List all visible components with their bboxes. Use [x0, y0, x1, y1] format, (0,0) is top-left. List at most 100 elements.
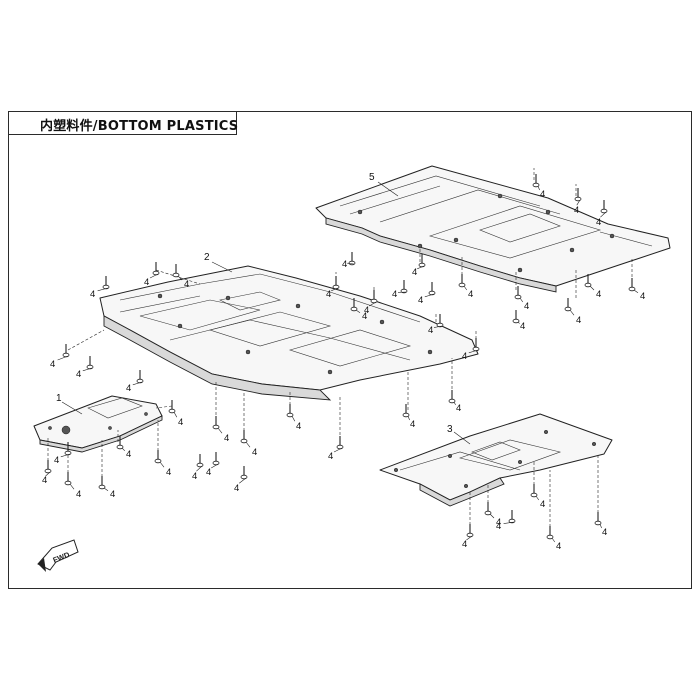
bolt-callout-line [245, 441, 251, 448]
fastener-bolt: 4 [144, 262, 160, 288]
bolt-head [212, 460, 220, 466]
bolt-callout-line [453, 401, 456, 405]
bolt-callout-line [60, 453, 71, 458]
bolt-callout-line [211, 463, 219, 469]
fastener-label: 4 [144, 277, 149, 288]
bolt-callout-line [57, 355, 69, 361]
fastener-bolt: 4 [98, 476, 115, 500]
bolt-head [530, 492, 538, 498]
fastener-bolt: 4 [496, 510, 516, 532]
fastener-bolt: 4 [458, 274, 473, 300]
bolt-head [448, 398, 456, 404]
bolt-callout-line [177, 275, 183, 281]
part-3-right-skid-plate [379, 413, 613, 507]
bolt-head [286, 412, 294, 418]
fastener-label: 4 [50, 359, 55, 370]
fastener-label: 4 [166, 467, 171, 478]
fastener-bolt: 4 [564, 298, 581, 326]
fastener-bolt: 4 [596, 200, 608, 228]
fastener-bolt: 4 [50, 344, 70, 370]
fastener-label: 4 [110, 489, 115, 500]
fastener-bolt: 4 [628, 278, 645, 302]
bolt-callout-line [433, 325, 443, 328]
bolt-head [86, 364, 94, 370]
fastener-label: 4 [428, 325, 433, 336]
fwd-arrow-icon: FWD [37, 539, 79, 572]
bolt-callout-line [600, 211, 607, 218]
bolt-head [196, 462, 204, 468]
fastener-label: 4 [496, 517, 501, 528]
fastener-label: 4 [540, 499, 545, 510]
fastener-label: 4 [462, 351, 467, 362]
fastener-bolt: 4 [192, 454, 204, 482]
page-title: 内塑料件/BOTTOM PLASTICS [40, 119, 239, 134]
bolt-callout-line [569, 309, 575, 316]
fastener-label: 4 [362, 311, 367, 322]
fastener-bolt: 4 [412, 254, 426, 278]
bolt-callout-line [535, 495, 540, 501]
bolt-callout-line [149, 273, 159, 279]
fastener-label: 4 [418, 295, 423, 306]
part-number-3: 3 [447, 424, 453, 435]
fastener-label: 4 [602, 527, 607, 538]
bolt-head [212, 424, 220, 430]
fastener-bolt: 4 [462, 338, 480, 362]
fastener-bolt: 4 [42, 460, 52, 486]
fastener-label: 4 [252, 447, 257, 458]
fastener-label: 4 [468, 289, 473, 300]
bolt-head [240, 438, 248, 444]
fastener-bolt: 4 [54, 442, 72, 466]
fastener-bolt: 4 [532, 174, 545, 200]
fastener-label: 4 [640, 291, 645, 302]
fastener-label: 4 [392, 289, 397, 300]
fastener-bolt: 4 [402, 404, 415, 430]
fastener-bolt: 4 [286, 404, 301, 432]
part-5-rear-skid-plate [315, 165, 671, 293]
fastener-label: 4 [296, 421, 301, 432]
bolt-callout-line [121, 447, 126, 452]
fastener-bolt: 4 [172, 264, 189, 290]
part-1-front-plate [33, 395, 163, 453]
fastener-bolt: 4 [418, 282, 436, 306]
bolt-callout-line [517, 321, 520, 324]
bolt-callout-line [369, 301, 377, 307]
bolt-callout-line [424, 293, 435, 298]
bolt-head [594, 520, 602, 526]
bolt-head [44, 468, 52, 474]
title-box [8, 111, 237, 135]
fastener-bolt: 4 [342, 252, 356, 270]
fastener-label: 4 [596, 289, 601, 300]
bolt-head [512, 318, 520, 324]
fastener-label: 4 [456, 403, 461, 414]
fastener-bolt: 4 [428, 314, 444, 336]
bolt-callout-line [82, 367, 93, 372]
fastener-label: 4 [462, 539, 467, 550]
fastener-bolt: 4 [326, 276, 340, 300]
fastener-bolt: 4 [154, 450, 171, 478]
fastener-bolt: 4 [168, 400, 183, 428]
fastener-bolt: 4 [212, 416, 229, 444]
fastener-bolt: 4 [530, 484, 545, 510]
fastener-bolt: 4 [584, 274, 601, 300]
fastener-bolt: 4 [514, 286, 529, 312]
fastener-label: 4 [412, 267, 417, 278]
fastener-label: 4 [524, 301, 529, 312]
bolt-callout-line [576, 199, 581, 206]
fastener-bolt: 4 [116, 436, 131, 460]
fastener-label: 4 [126, 383, 131, 394]
fastener-bolt: 4 [392, 280, 408, 300]
fastener-label: 4 [126, 449, 131, 460]
part-callout-lines [61, 181, 471, 445]
bolt-callout-line [551, 537, 556, 543]
fastener-bolt: 4 [234, 466, 248, 494]
fastener-bolt: 4 [64, 472, 81, 500]
fastener-bolt: 4 [240, 430, 257, 458]
fastener-label: 4 [206, 467, 211, 478]
bolt-head [168, 408, 176, 414]
bolt-callout-line [463, 285, 468, 291]
bolt-head [240, 474, 248, 480]
bolt-callout-line [599, 523, 602, 529]
fastener-label: 4 [342, 259, 347, 270]
